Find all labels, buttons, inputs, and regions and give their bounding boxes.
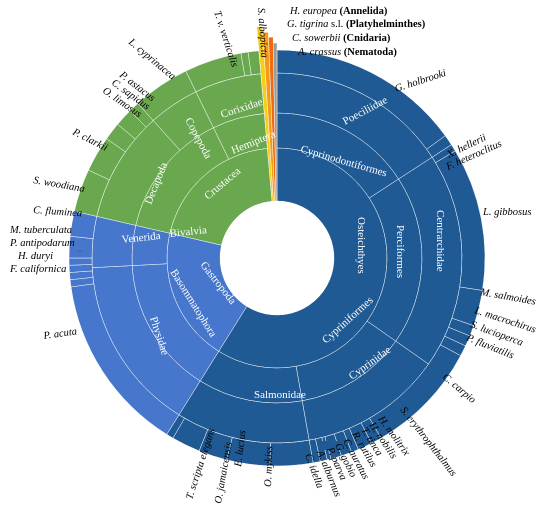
sunburst-segments <box>68 26 486 467</box>
label-g-tigrina: G. tigrina s.l. (Platyhelminthes) <box>287 19 426 30</box>
label-p-clarkii: P. clarkii <box>70 126 110 153</box>
label-p-acuta: P. acuta <box>42 326 78 342</box>
label-l-gibbosus: L. gibbosus <box>482 207 531 218</box>
label-m-salmoides: M. salmoides <box>478 287 536 308</box>
label-c-carpio: C. carpio <box>440 372 477 406</box>
label-a-crassus: A. crassus (Nematoda) <box>297 47 397 58</box>
label-s-albopicta: S. albopicta <box>255 7 269 58</box>
label-venerida: Venerida <box>121 230 161 246</box>
label-l-cyprinacea: L. cyprinacea <box>125 36 177 82</box>
label-c-sowerbii: C. sowerbii (Cnidaria) <box>292 33 391 44</box>
label-h-duryi: H. duryi <box>17 251 53 262</box>
label-bivalvia: Bivalvia <box>169 224 207 240</box>
label-c-fluminea: C. fluminea <box>33 205 83 219</box>
label-centrarchidae: Centrarchidae <box>434 210 446 272</box>
label-osteichthyes: Osteichthyes <box>355 217 367 274</box>
label-leader-lines <box>78 250 335 455</box>
segment-nematoda <box>272 42 278 202</box>
label-o-mykiss: O. mykiss <box>263 446 275 487</box>
label-f-californica: F. californica <box>9 264 66 275</box>
mollusc-callout-block <box>82 246 90 257</box>
label-m-tuberculata: M. tuberculata <box>9 225 72 236</box>
label-salmonidae: Salmonidae <box>254 389 306 401</box>
segment-mollusc-leaf-4 <box>68 257 93 266</box>
label-h-europea: H. europea (Annelida) <box>289 6 388 17</box>
segment-mollusc-leaf-3 <box>68 264 93 273</box>
label-g-holbrooki: G. holbrooki <box>394 68 448 95</box>
label-perciformes: Perciformes <box>394 225 406 278</box>
label-s-erythrophthalmus: S. erythrophthalmus <box>398 405 459 479</box>
label-e-lucius: E. lucius <box>233 430 249 469</box>
label-s-woodiana: S. woodiana <box>32 175 85 195</box>
label-p-antipodarum: P. antipodarum <box>9 238 75 249</box>
fish-callout-block <box>320 441 348 450</box>
